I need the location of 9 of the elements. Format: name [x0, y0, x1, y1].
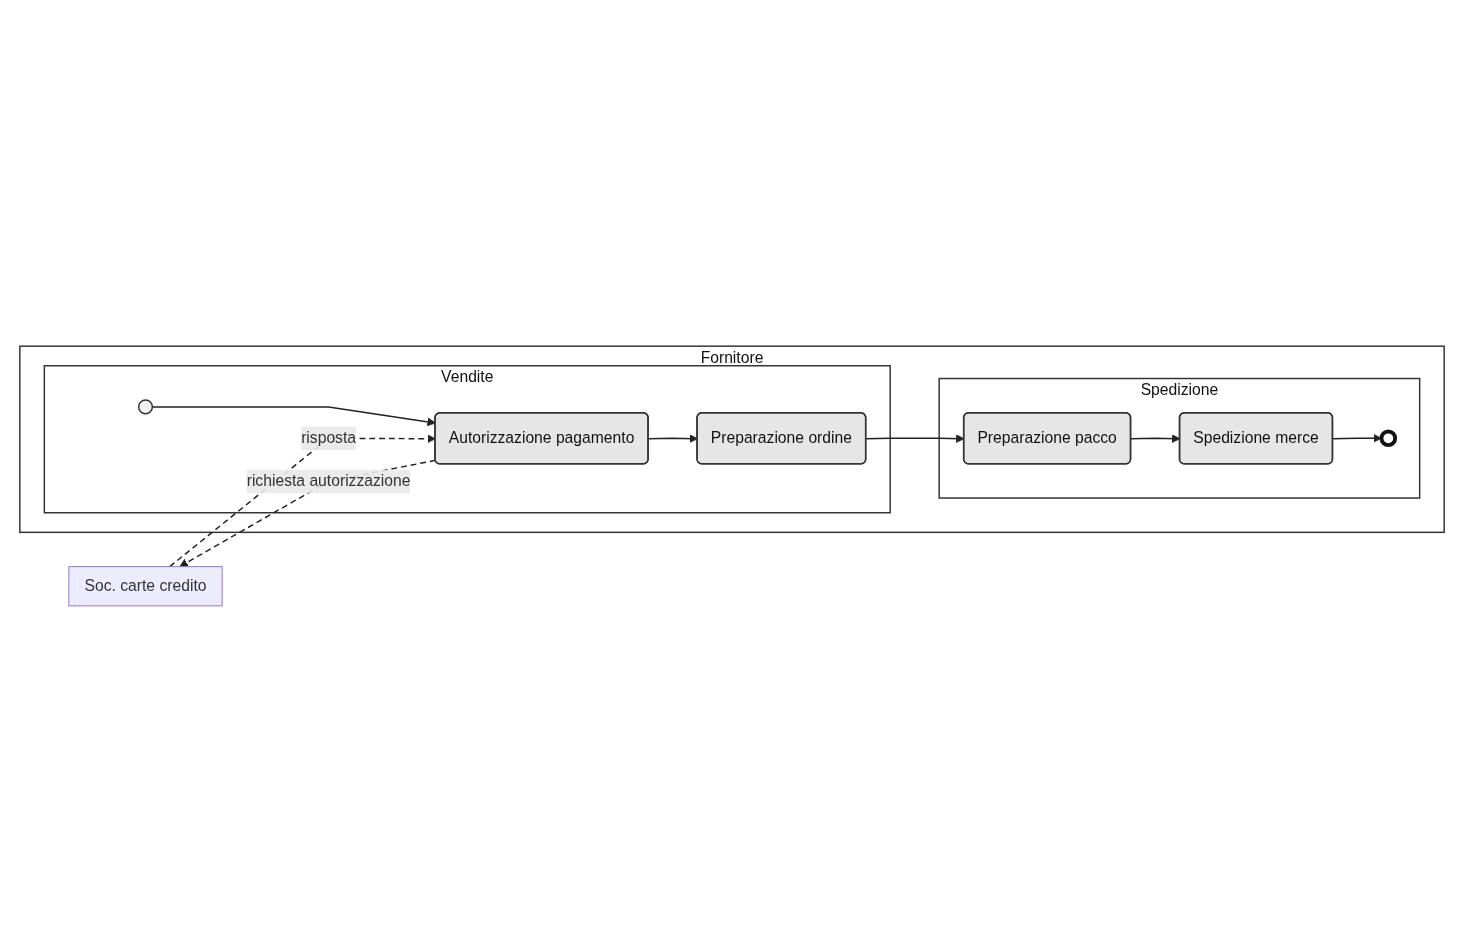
arrow — [151, 406, 436, 427]
node-circle — [1379, 429, 1398, 448]
edge-label: richiesta autorizzazione — [246, 472, 411, 490]
edge-label: risposta — [301, 429, 357, 447]
arrow — [169, 434, 436, 568]
node-box: Soc. carte credito — [68, 566, 223, 607]
node-circle — [137, 399, 154, 415]
arrow — [1332, 433, 1382, 443]
arrow — [179, 459, 437, 568]
